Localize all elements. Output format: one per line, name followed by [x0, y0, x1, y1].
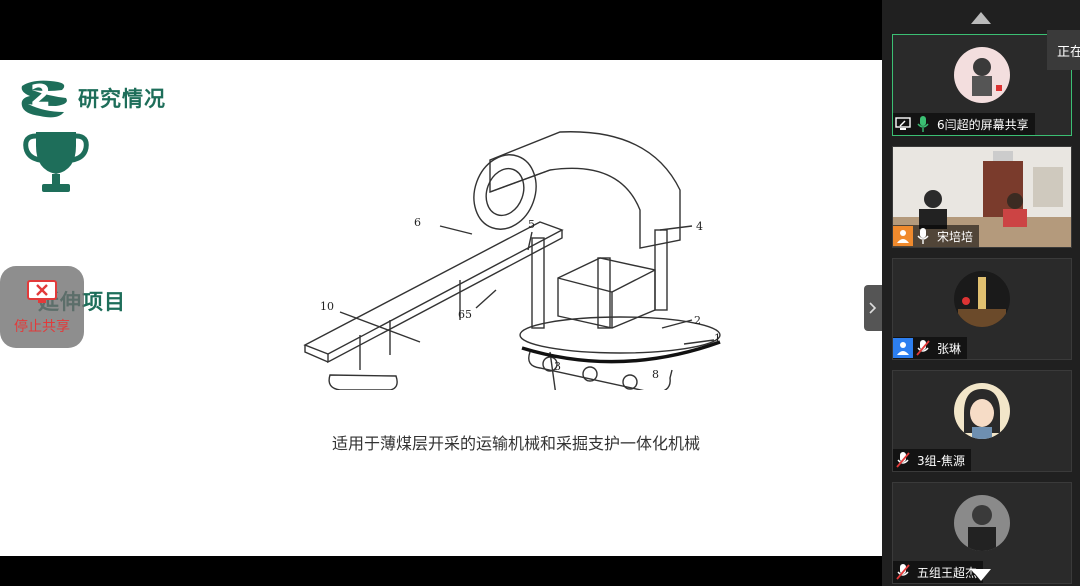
avatar-anime-icon	[954, 383, 1010, 439]
avatar	[954, 495, 1010, 551]
participant-namebar: 张琳	[893, 337, 968, 359]
figure-label: 8	[652, 368, 659, 381]
participant-tile[interactable]: 五组王超杰	[892, 482, 1072, 584]
avatar	[954, 271, 1010, 327]
participant-tile[interactable]: 张琳	[892, 258, 1072, 360]
participant-name: 宋培培	[937, 229, 974, 244]
microphone-muted-icon	[893, 450, 913, 470]
stop-share-label: 停止共享	[14, 319, 70, 335]
avatar-figure-icon	[954, 47, 1010, 103]
figure-label: 65	[458, 308, 472, 321]
brush-stroke-icon	[21, 80, 67, 118]
section-number-badge: 2	[18, 76, 72, 120]
machine-patent-drawing: 6 5 4 65 10 2 1 3 8	[303, 131, 721, 390]
figure-label: 6	[414, 216, 421, 229]
collapse-panel-button[interactable]	[864, 285, 882, 331]
participant-tile[interactable]: 6闫超的屏幕共享	[892, 34, 1072, 136]
figure-caption: 适用于薄煤层开采的运输机械和采掘支护一体化机械	[331, 434, 700, 453]
shared-screen-area: 2 研究情况 延伸项目 停止共享	[0, 60, 882, 556]
participant-tile[interactable]: 3组-焦源	[892, 370, 1072, 472]
section-heading: 2 研究情况	[18, 74, 166, 122]
figure-label: 5	[528, 218, 535, 231]
microphone-active-icon	[913, 114, 933, 134]
avatar-person-icon	[954, 495, 1010, 551]
figure-label: 1	[714, 332, 721, 345]
section-number: 2	[30, 79, 51, 114]
section-title: 研究情况	[78, 87, 166, 111]
screen-share-stop-icon	[27, 280, 57, 303]
user-icon	[893, 226, 913, 246]
status-pill: 正在	[1047, 30, 1080, 70]
participant-namebar: 6闫超的屏幕共享	[893, 113, 1035, 135]
participant-tile[interactable]: 宋培培	[892, 146, 1072, 248]
participant-name: 五组王超杰	[917, 565, 978, 580]
presentation-slide: 2 研究情况 延伸项目 停止共享	[0, 60, 882, 556]
microphone-muted-icon	[893, 562, 913, 582]
chevron-right-icon	[869, 302, 877, 314]
figure-label: 3	[554, 360, 561, 373]
avatar	[954, 383, 1010, 439]
avatar-tower-icon	[954, 271, 1010, 327]
scroll-up-arrow[interactable]	[971, 12, 991, 24]
screen-share-icon	[893, 114, 913, 134]
microphone-icon	[913, 226, 933, 246]
scroll-down-arrow[interactable]	[971, 569, 991, 581]
participant-namebar: 宋培培	[893, 225, 980, 247]
participant-name: 张琳	[937, 341, 962, 356]
microphone-muted-icon	[913, 338, 933, 358]
figure-label: 2	[694, 314, 701, 327]
participant-name: 6闫超的屏幕共享	[937, 117, 1029, 132]
stop-share-button[interactable]: 停止共享	[0, 266, 84, 348]
figure-label: 10	[320, 300, 334, 313]
user-icon	[893, 338, 913, 358]
participant-namebar: 五组王超杰	[893, 561, 984, 583]
avatar	[954, 47, 1010, 103]
trophy-icon	[23, 132, 89, 192]
participant-namebar: 3组-焦源	[893, 449, 971, 471]
figure-label: 4	[696, 220, 703, 233]
participant-name: 3组-焦源	[917, 453, 965, 468]
status-pill-text: 正在	[1057, 44, 1080, 60]
